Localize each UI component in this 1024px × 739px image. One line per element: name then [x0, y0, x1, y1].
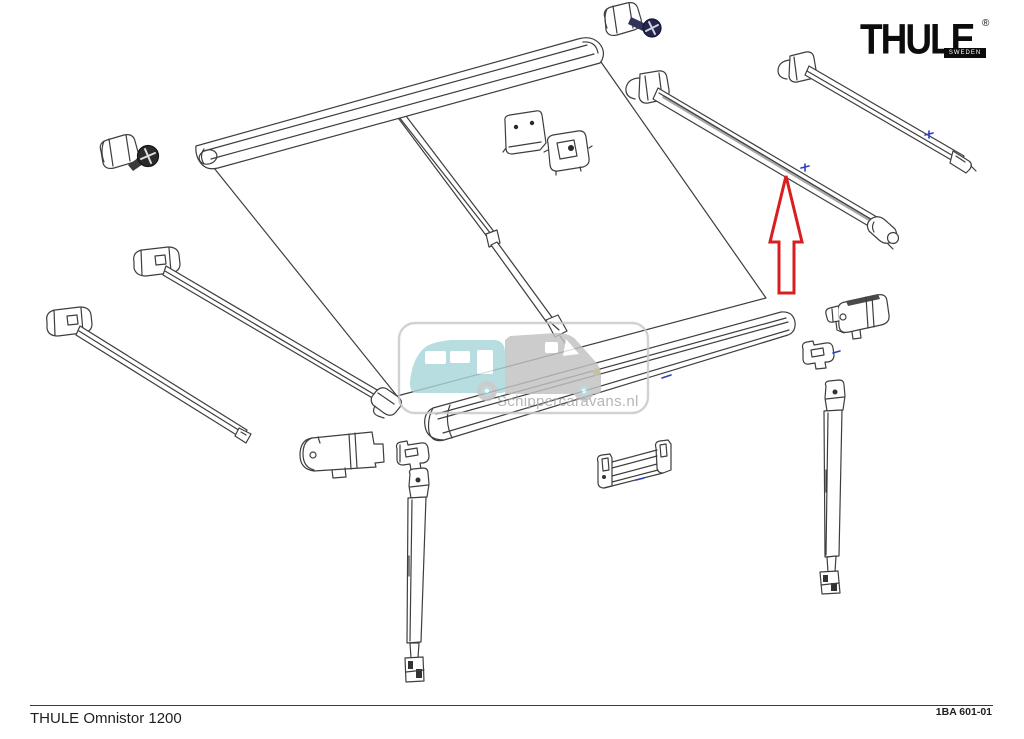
clamp-bracket-right — [801, 340, 841, 370]
u-channel-bracket — [596, 439, 672, 489]
support-leg-center — [404, 467, 430, 683]
tension-arm-top-right — [777, 51, 977, 174]
end-cap-with-screw-top — [603, 2, 662, 38]
watermark-site-text: Schippercaravans.nl — [497, 393, 639, 410]
product-title: THULE Omnistor 1200 — [30, 710, 182, 727]
mark-blue — [832, 350, 841, 354]
end-cap-with-screw-left — [99, 134, 160, 171]
lead-rail — [195, 37, 605, 170]
roller-tube — [424, 311, 796, 442]
caravan-logo-icon — [409, 333, 601, 401]
mark-blue — [661, 374, 672, 379]
watermark: Schippercaravans.nl — [397, 321, 650, 415]
gear-unit-center — [299, 431, 385, 479]
tension-arm-left-upper — [133, 246, 403, 419]
socket-bracket — [543, 130, 593, 176]
clamp-bracket-center — [395, 440, 430, 471]
support-leg-right — [819, 379, 846, 595]
drawing-number: 1BA 601-01 — [935, 706, 992, 718]
tension-arm-left-lower — [46, 306, 252, 444]
mounting-plate-bracket — [502, 110, 547, 155]
mark-blue — [800, 163, 810, 172]
brand-logo: THULE ® Sweden — [860, 18, 1010, 66]
brand-badge: Sweden — [944, 48, 986, 58]
highlight-arrow-icon — [768, 175, 804, 295]
screw-shank — [628, 17, 646, 31]
tension-arm-right-highlighted — [625, 70, 900, 250]
footer-divider — [30, 705, 993, 706]
mark-blue — [635, 477, 645, 481]
gear-unit-right — [825, 294, 890, 340]
mark-blue — [924, 130, 934, 139]
registered-trademark-icon: ® — [982, 18, 990, 29]
